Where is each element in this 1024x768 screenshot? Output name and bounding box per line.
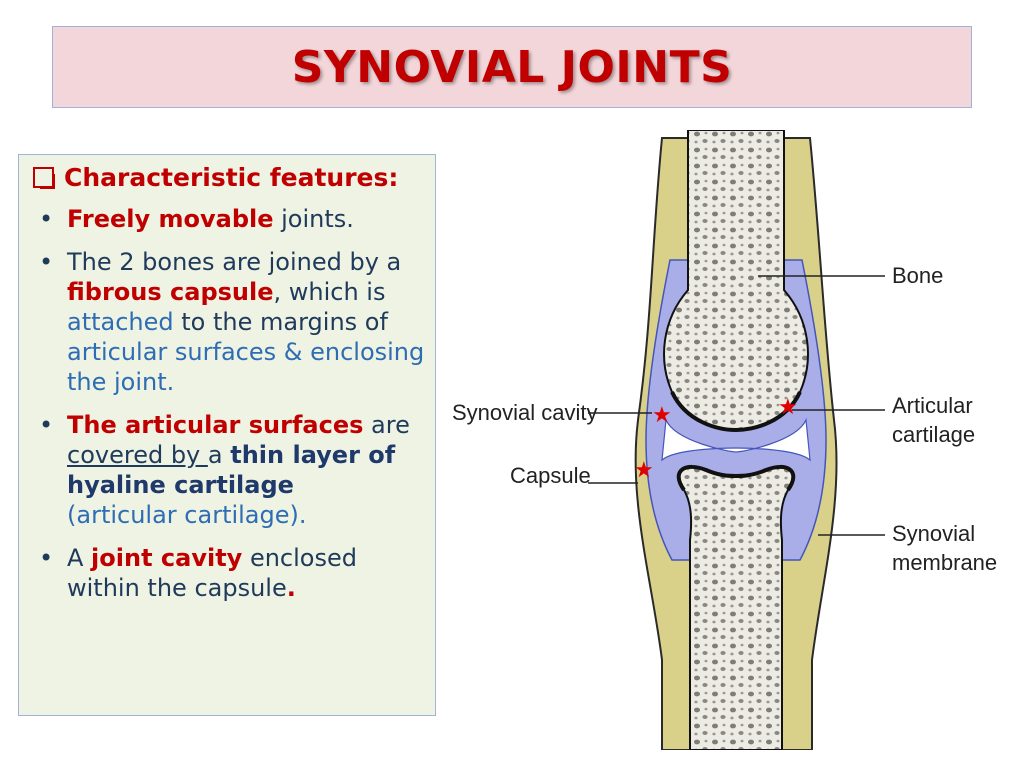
text-joints: joints. <box>273 205 354 233</box>
text-attached: attached <box>67 308 174 336</box>
synovial-joint-diagram: Bone Synovial cavity Articular cartilage… <box>440 129 1024 751</box>
text-a: a <box>207 441 231 469</box>
text-enclosed: enclosed within the capsule <box>67 544 357 602</box>
features-heading-text: Characteristic features: <box>64 163 399 192</box>
text-hyaline-cartilage: thin layer of hyaline cartilage <box>67 441 396 499</box>
lower-cartilage <box>676 464 796 492</box>
feature-item-4: A joint cavity enclosed within the capsu… <box>33 543 425 603</box>
features-heading: Characteristic features: <box>33 163 425 192</box>
text-are: are <box>363 411 410 439</box>
label-articular-cartilage-2: cartilage <box>892 422 975 447</box>
label-synovial-cavity: Synovial cavity <box>452 400 598 425</box>
text-bones-joined: The 2 bones are joined by a <box>67 248 402 276</box>
checkbox-bullet-icon <box>33 167 55 189</box>
feature-item-1: Freely movable joints. <box>33 204 425 234</box>
joint-cavity-shape <box>661 417 811 462</box>
features-panel: Characteristic features: Freely movable … <box>18 154 436 716</box>
feature-item-2: The 2 bones are joined by a fibrous caps… <box>33 247 425 397</box>
text-fibrous-capsule: fibrous capsule <box>67 278 274 306</box>
text-to-margins: to the margins of <box>173 308 388 336</box>
label-articular-cartilage-1: Articular <box>892 393 973 418</box>
label-synovial-membrane-1: Synovial <box>892 521 975 546</box>
joint-illustration: Bone Synovial cavity Articular cartilage… <box>452 129 997 751</box>
upper-cartilage <box>670 391 802 433</box>
star-synovial-cavity-icon: ★ <box>652 402 672 427</box>
feature-item-3: The articular surfaces are covered by a … <box>33 410 425 530</box>
text-joint-cavity: joint cavity <box>91 544 243 572</box>
label-synovial-membrane-2: membrane <box>892 550 997 575</box>
page-title: SYNOVIAL JOINTS <box>291 42 733 93</box>
label-bone: Bone <box>892 263 943 288</box>
text-covered-by: covered by <box>67 441 208 469</box>
lower-bone <box>677 465 795 751</box>
star-articular-cartilage-icon: ★ <box>778 394 798 419</box>
title-box: SYNOVIAL JOINTS <box>52 26 972 108</box>
feature-list: Freely movable joints. The 2 bones are j… <box>33 204 425 603</box>
text-articular-cartilage: (articular cartilage). <box>67 501 307 529</box>
text-articular-surfaces-bold: The articular surfaces <box>67 411 364 439</box>
text-period: . <box>286 574 296 602</box>
text-articular-surfaces: articular surfaces & enclosing the joint… <box>67 338 425 396</box>
text-freely-movable: Freely movable <box>67 205 274 233</box>
text-a-joint: A <box>67 544 92 572</box>
text-which-is: , which is <box>273 278 386 306</box>
label-capsule: Capsule <box>510 463 591 488</box>
star-capsule-icon: ★ <box>634 457 654 482</box>
